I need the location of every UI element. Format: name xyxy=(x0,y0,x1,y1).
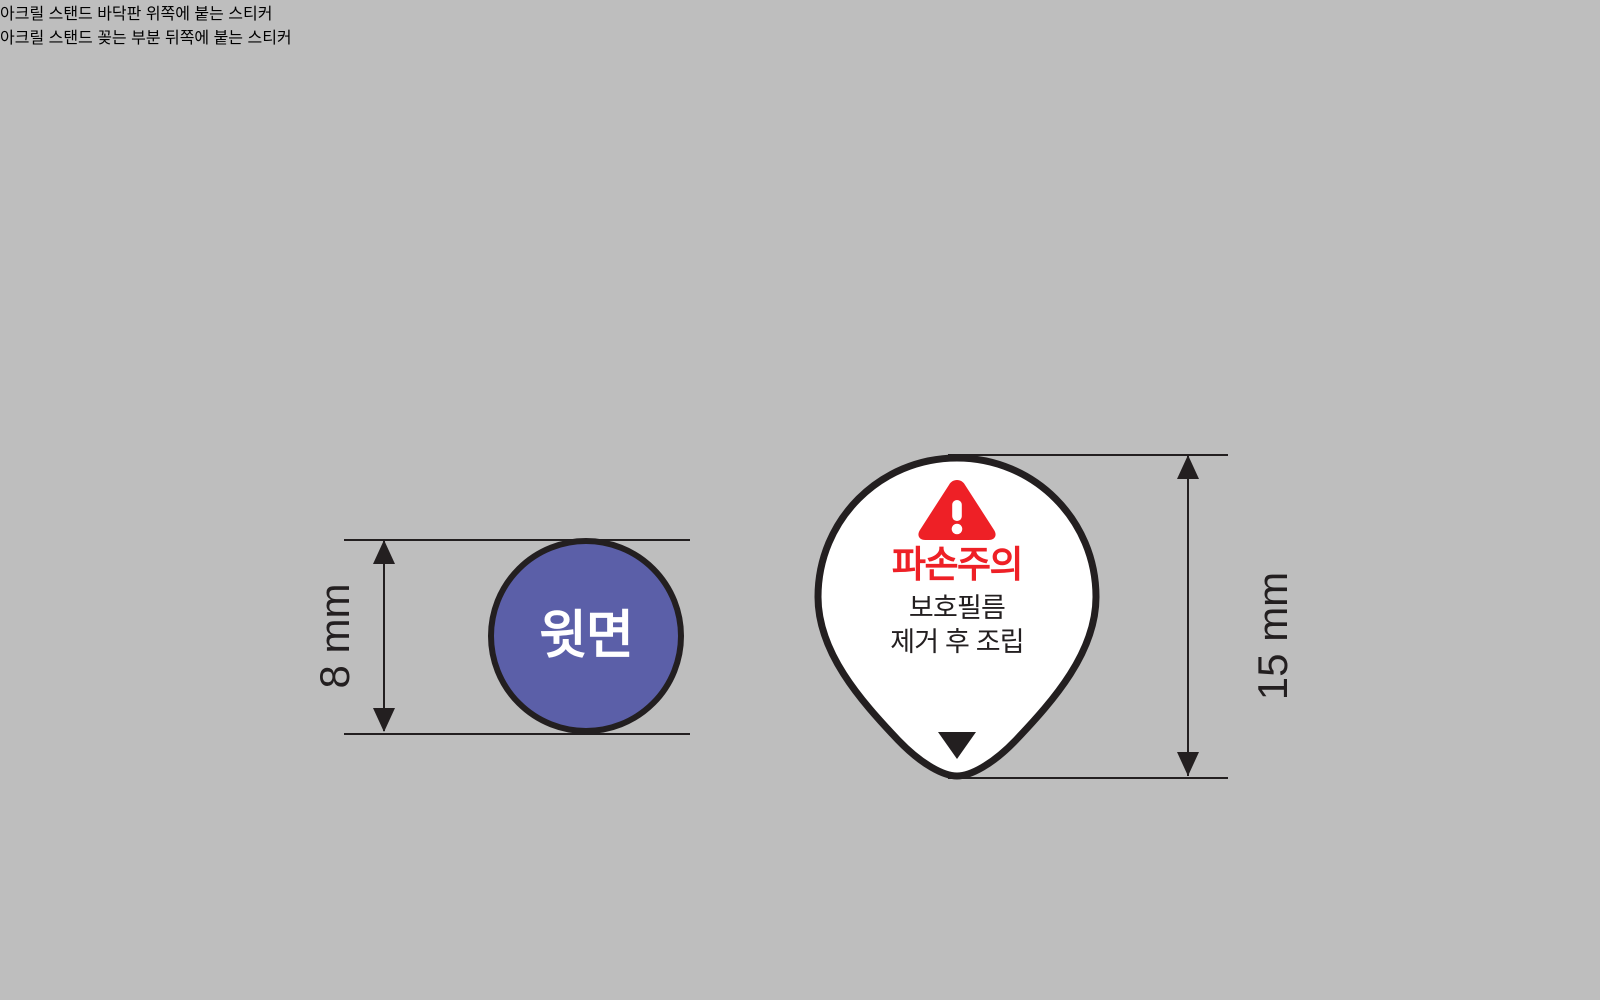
right-dimension-arrow-up-icon xyxy=(1177,455,1199,479)
left-dimension-extension-line-top xyxy=(344,539,690,541)
right-dimension-arrow-down-icon xyxy=(1177,752,1199,776)
left-dimension-arrow-up-icon xyxy=(373,540,395,564)
right-dimension-extension-line-top xyxy=(948,454,1228,456)
left-dimension-extension-line-bottom xyxy=(344,733,690,735)
left-dimension-line xyxy=(383,541,385,731)
right-dimension-extension-line-bottom xyxy=(948,777,1228,779)
right-dimension-line xyxy=(1187,456,1189,776)
circle-sticker-label: 윗면 xyxy=(539,607,634,665)
left-dimension-arrow-down-icon xyxy=(373,708,395,732)
right-panel-heading: 아크릴 스탠드 꽂는 부분 뒤쪽에 붙는 스티커 xyxy=(0,30,292,47)
right-dimension-label: 15 mm xyxy=(1249,571,1296,701)
pin-sticker-down-triangle-icon xyxy=(938,732,976,759)
circle-sticker: 윗면 xyxy=(488,538,684,734)
left-dimension-label: 8 mm xyxy=(311,583,358,689)
left-panel-heading: 아크릴 스탠드 바닥판 위쪽에 붙는 스티커 xyxy=(0,6,273,23)
pin-sticker-outline-icon xyxy=(814,454,1100,780)
pin-sticker: 파손주의 보호필름 제거 후 조립 xyxy=(812,452,1102,782)
